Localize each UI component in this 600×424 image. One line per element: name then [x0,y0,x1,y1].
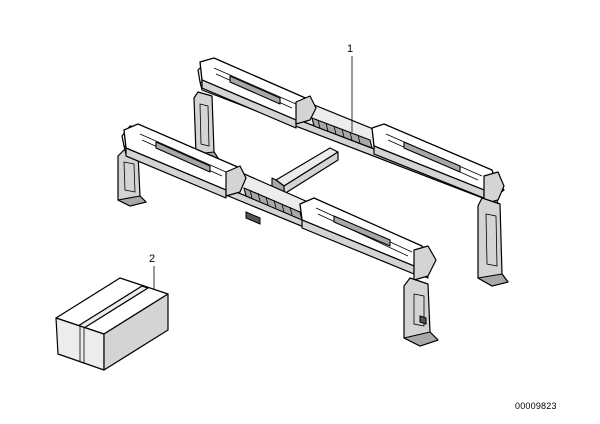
rear-carrier-bar [193,57,509,287]
cross-connector [271,147,339,195]
callout-number-1: 1 [347,43,354,55]
front-carrier-bar [117,123,439,347]
box-drawing [55,277,169,371]
diagram-id-label: 00009823 [515,401,557,411]
callout-number-2: 2 [149,253,156,265]
